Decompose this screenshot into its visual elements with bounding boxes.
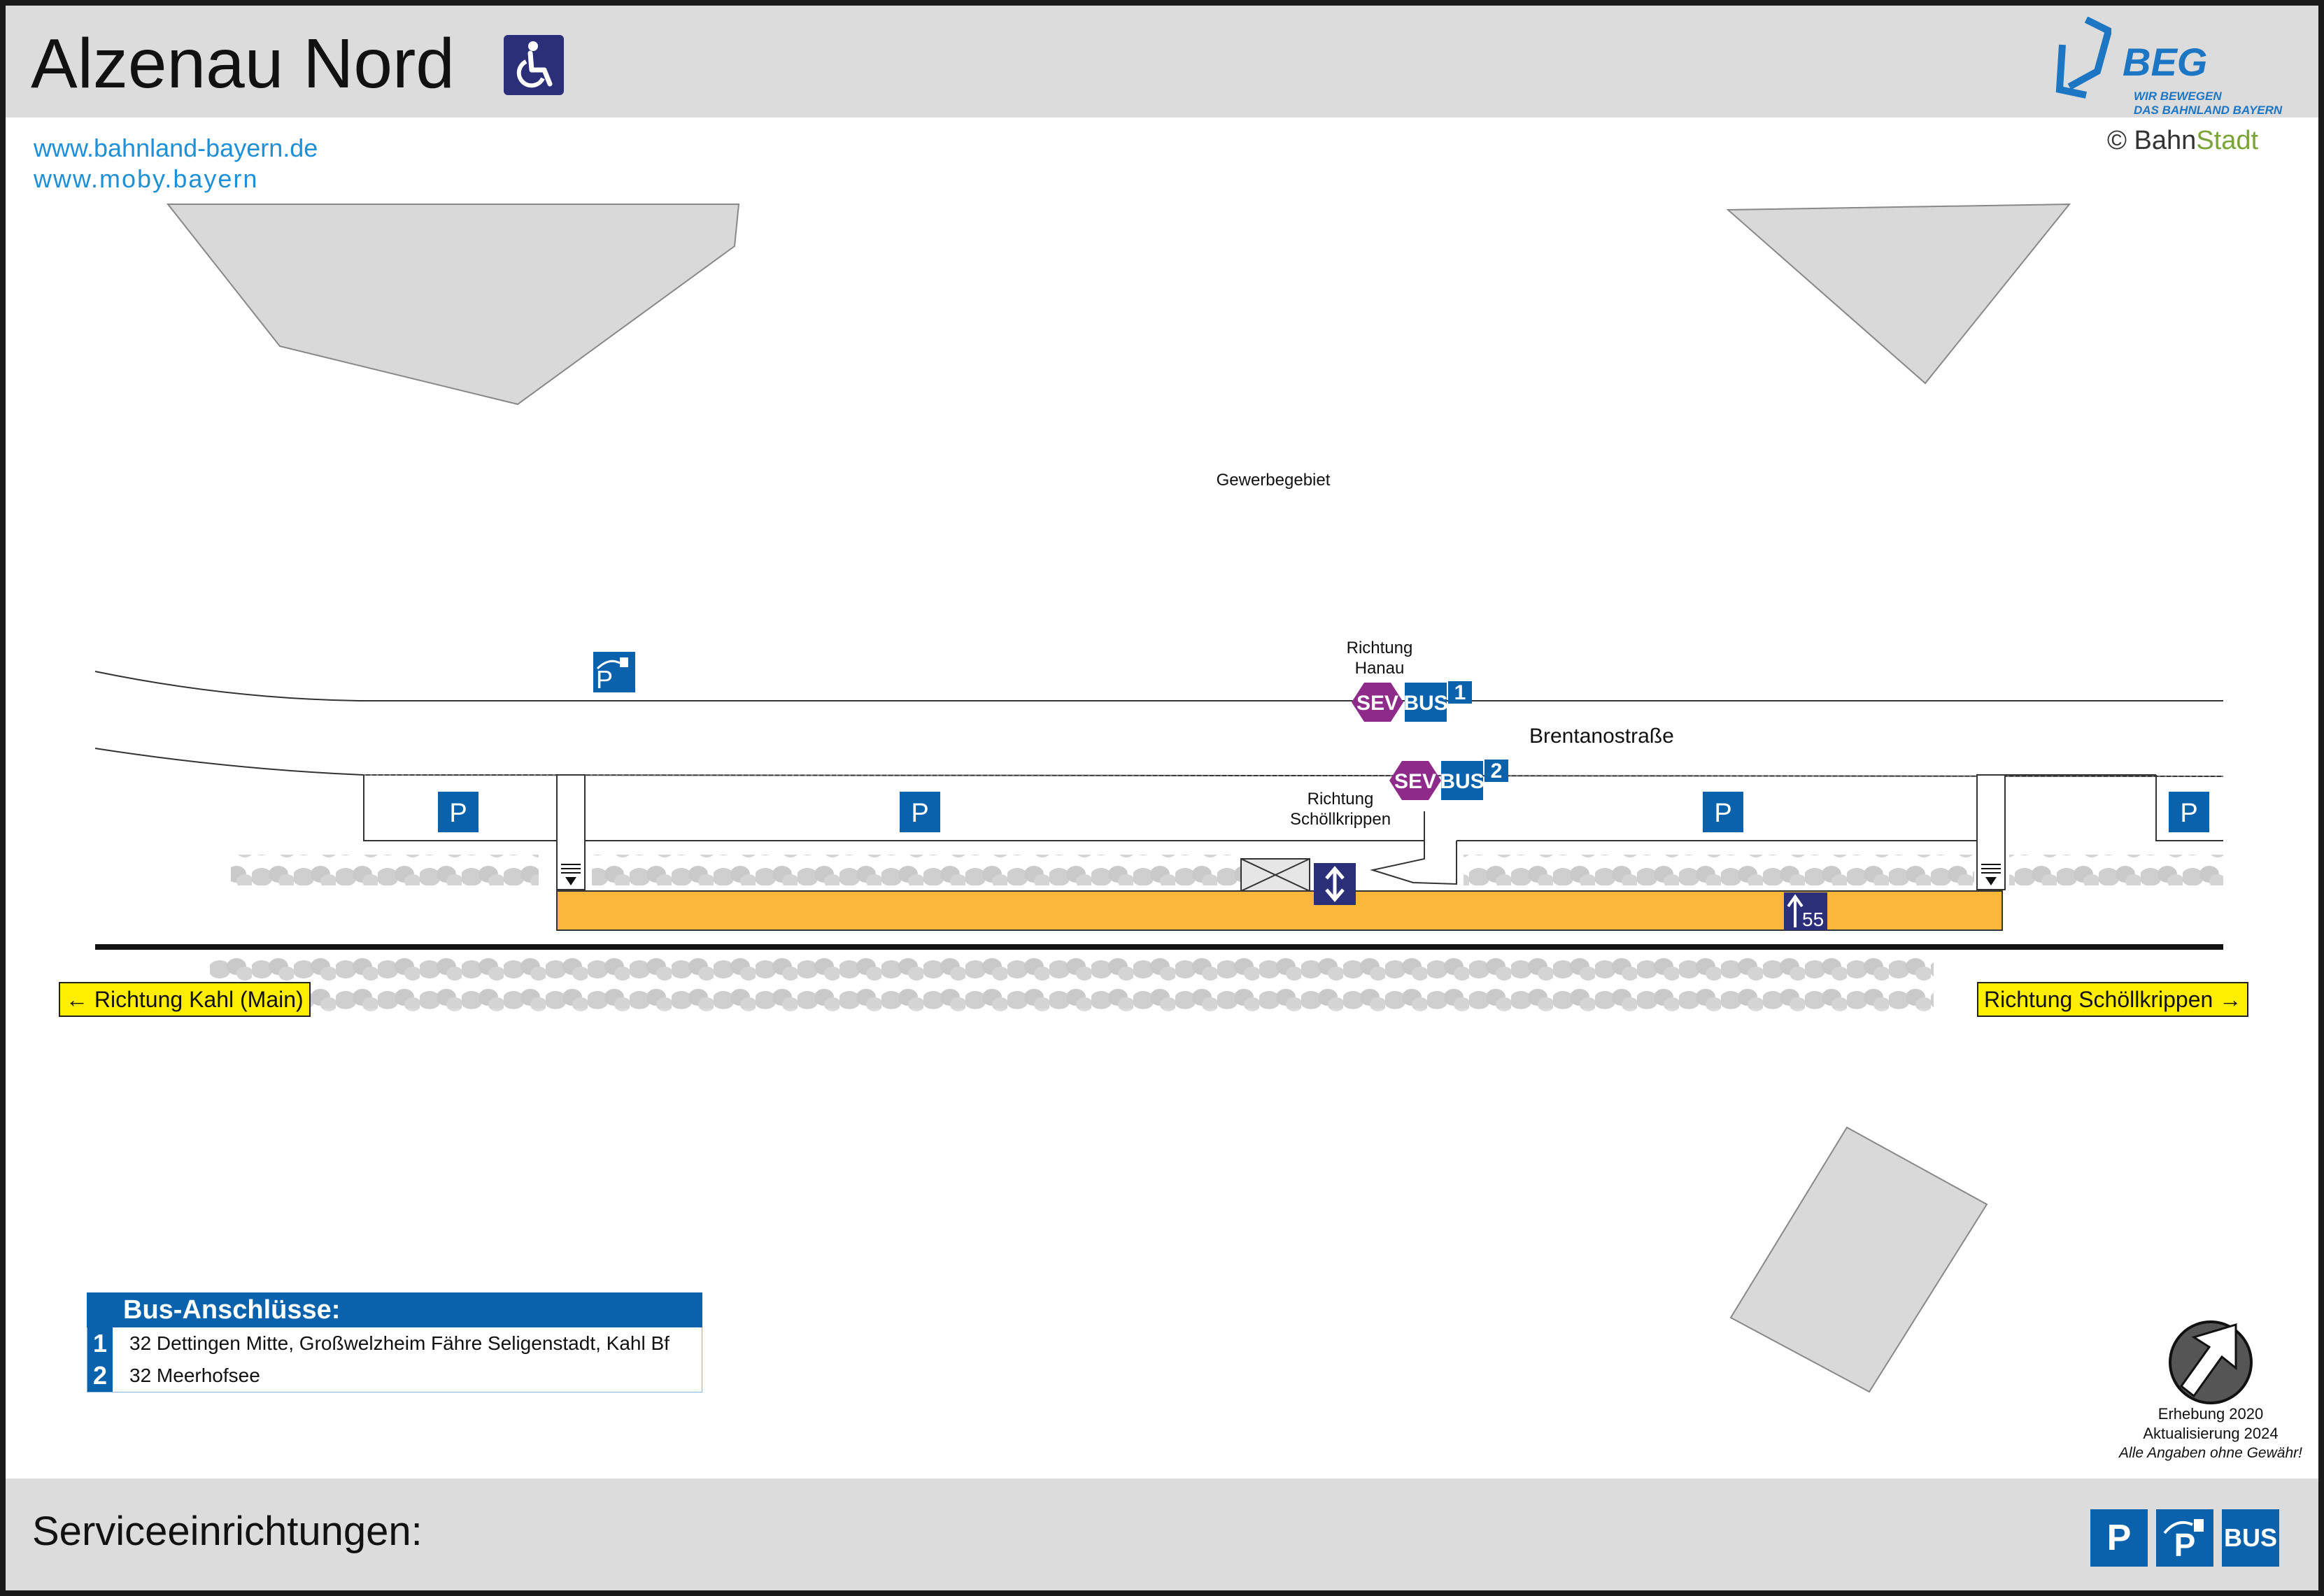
beg-logo[interactable]: BEG WIR BEWEGEN DAS BAHNLAND BAYERN [2055,17,2286,122]
direction-sign-schoellkrippen: Richtung Schöllkrippen → [1977,982,2249,1017]
svg-text:P: P [449,799,467,828]
survey-year: Erhebung 2020 [2158,1405,2264,1423]
svg-text:P: P [911,799,928,828]
lift-icon [1314,863,1356,905]
footer-bar: Serviceeinrichtungen: P P BUS [6,1479,2318,1590]
stairs-icon [1981,864,2001,885]
platform [556,890,2003,931]
copyright-bahnstadt: © BahnStadt [2107,126,2258,156]
platform-shelter [1240,858,1310,892]
street-label: Brentanostraße [1529,725,1674,748]
beg-logo-tagline-1: WIR BEWEGEN [2134,90,2222,103]
bus-connection-number: 1 [87,1327,113,1360]
svg-text:P: P [2180,799,2197,828]
platform-height-icon: 55 [1784,892,1827,930]
vegetation-strip-2 [592,855,1242,885]
svg-text:P: P [596,665,613,694]
bus-stop-number [1485,760,1508,782]
road-dotted-edge [363,774,2224,777]
platform-height-label: 55 [1802,909,1824,930]
parking-sign: P [438,792,479,832]
services-label: Serviceeinrichtungen: [32,1509,423,1554]
road-south-edge [94,748,2224,777]
ev-charging-parking-icon: P [2156,1509,2213,1567]
bus-connection-text: 32 Dettingen Mitte, Großwelzheim Fähre S… [129,1332,669,1354]
disclaimer: Alle Angaben ohne Gewähr! [2119,1445,2302,1461]
beg-logo-tagline-2: DAS BAHNLAND BAYERN [2134,104,2283,117]
bus-stop-2-direction: Richtung Schöllkrippen [1289,790,1391,829]
bus-stop-1[interactable]: SEV BUS 1 [1352,681,1472,722]
bus-connection-row: 2 32 Meerhofsee [87,1360,702,1392]
bus-connections-title: Bus-Anschlüsse: [87,1292,702,1327]
parking-sign: P [2169,792,2209,832]
svg-text:2: 2 [1491,760,1503,783]
access-passage-west [556,774,586,890]
direction-sign-kahl: ← Richtung Kahl (Main) [59,982,311,1017]
parking-icon: P [2090,1509,2148,1567]
access-passage-east [1976,774,2006,890]
arrow-right-icon: → [2213,987,2242,1012]
sev-icon [1389,761,1441,800]
bus-stop-2[interactable]: SEV BUS 2 [1389,760,1508,800]
svg-text:P: P [1714,799,1731,828]
parking-sign: P [900,792,940,832]
bus-sign [1441,761,1483,800]
bus-stop-1-direction: Richtung Hanau [1346,639,1413,678]
bus-connections-table: Bus-Anschlüsse: 1 32 Dettingen Mitte, Gr… [87,1292,702,1392]
vegetation-strip-3 [1464,855,1974,885]
bus-stop-number [1448,681,1472,704]
bus-connection-row: 1 32 Dettingen Mitte, Großwelzheim Fähre… [87,1327,702,1360]
building-northwest [166,204,740,406]
bus-label: BUS [1440,770,1484,793]
arrow-left-icon: ← [66,987,94,1012]
building-southeast [1729,1126,1988,1393]
svg-text:1: 1 [1454,681,1466,704]
website-links: www.bahnland-bayern.de www.moby.bayern [34,133,318,194]
parking-area-outline [363,775,2223,841]
area-label: Gewerbegebiet [1216,471,1331,490]
bus-label: BUS [1403,692,1447,715]
bus-sign [1405,683,1447,722]
vegetation-strip-4 [2009,855,2223,885]
bus-connection-number: 2 [87,1360,113,1392]
survey-footnote: Erhebung 2020 Aktualisierung 2024 Alle A… [2099,1404,2323,1463]
sev-label: SEV [1356,692,1398,715]
sev-label: SEV [1394,770,1436,793]
ev-charging-parking-icon: P [593,652,635,694]
beg-logo-name: BEG [2123,40,2208,84]
wheelchair-icon [504,35,564,95]
copyright-suffix: Stadt [2196,126,2259,155]
link-moby-bayern[interactable]: www.moby.bayern [34,164,259,193]
update-year: Aktualisierung 2024 [2143,1425,2279,1442]
bus-icon: BUS [2222,1509,2279,1567]
link-bahnland-bayern[interactable]: www.bahnland-bayern.de [34,134,318,162]
stairs-icon [561,864,581,885]
parking-sign: P [1703,792,1743,832]
ramp-path [1370,811,1457,885]
north-arrow-icon [2169,1320,2253,1404]
building-northeast [1726,203,2071,385]
bus-connection-text: 32 Meerhofsee [129,1365,260,1386]
beg-logo-mark [2055,17,2111,99]
vegetation-strip-1 [231,855,539,885]
sev-icon [1352,683,1403,722]
station-title: Alzenau Nord [31,24,455,103]
copyright-prefix: © Bahn [2107,126,2197,155]
vegetation-strip-south-edge [210,981,1934,1011]
road-north-edge [94,671,2223,701]
header-bar: Alzenau Nord BEG WIR BEWEGEN DAS BAHNLAN… [6,6,2318,117]
